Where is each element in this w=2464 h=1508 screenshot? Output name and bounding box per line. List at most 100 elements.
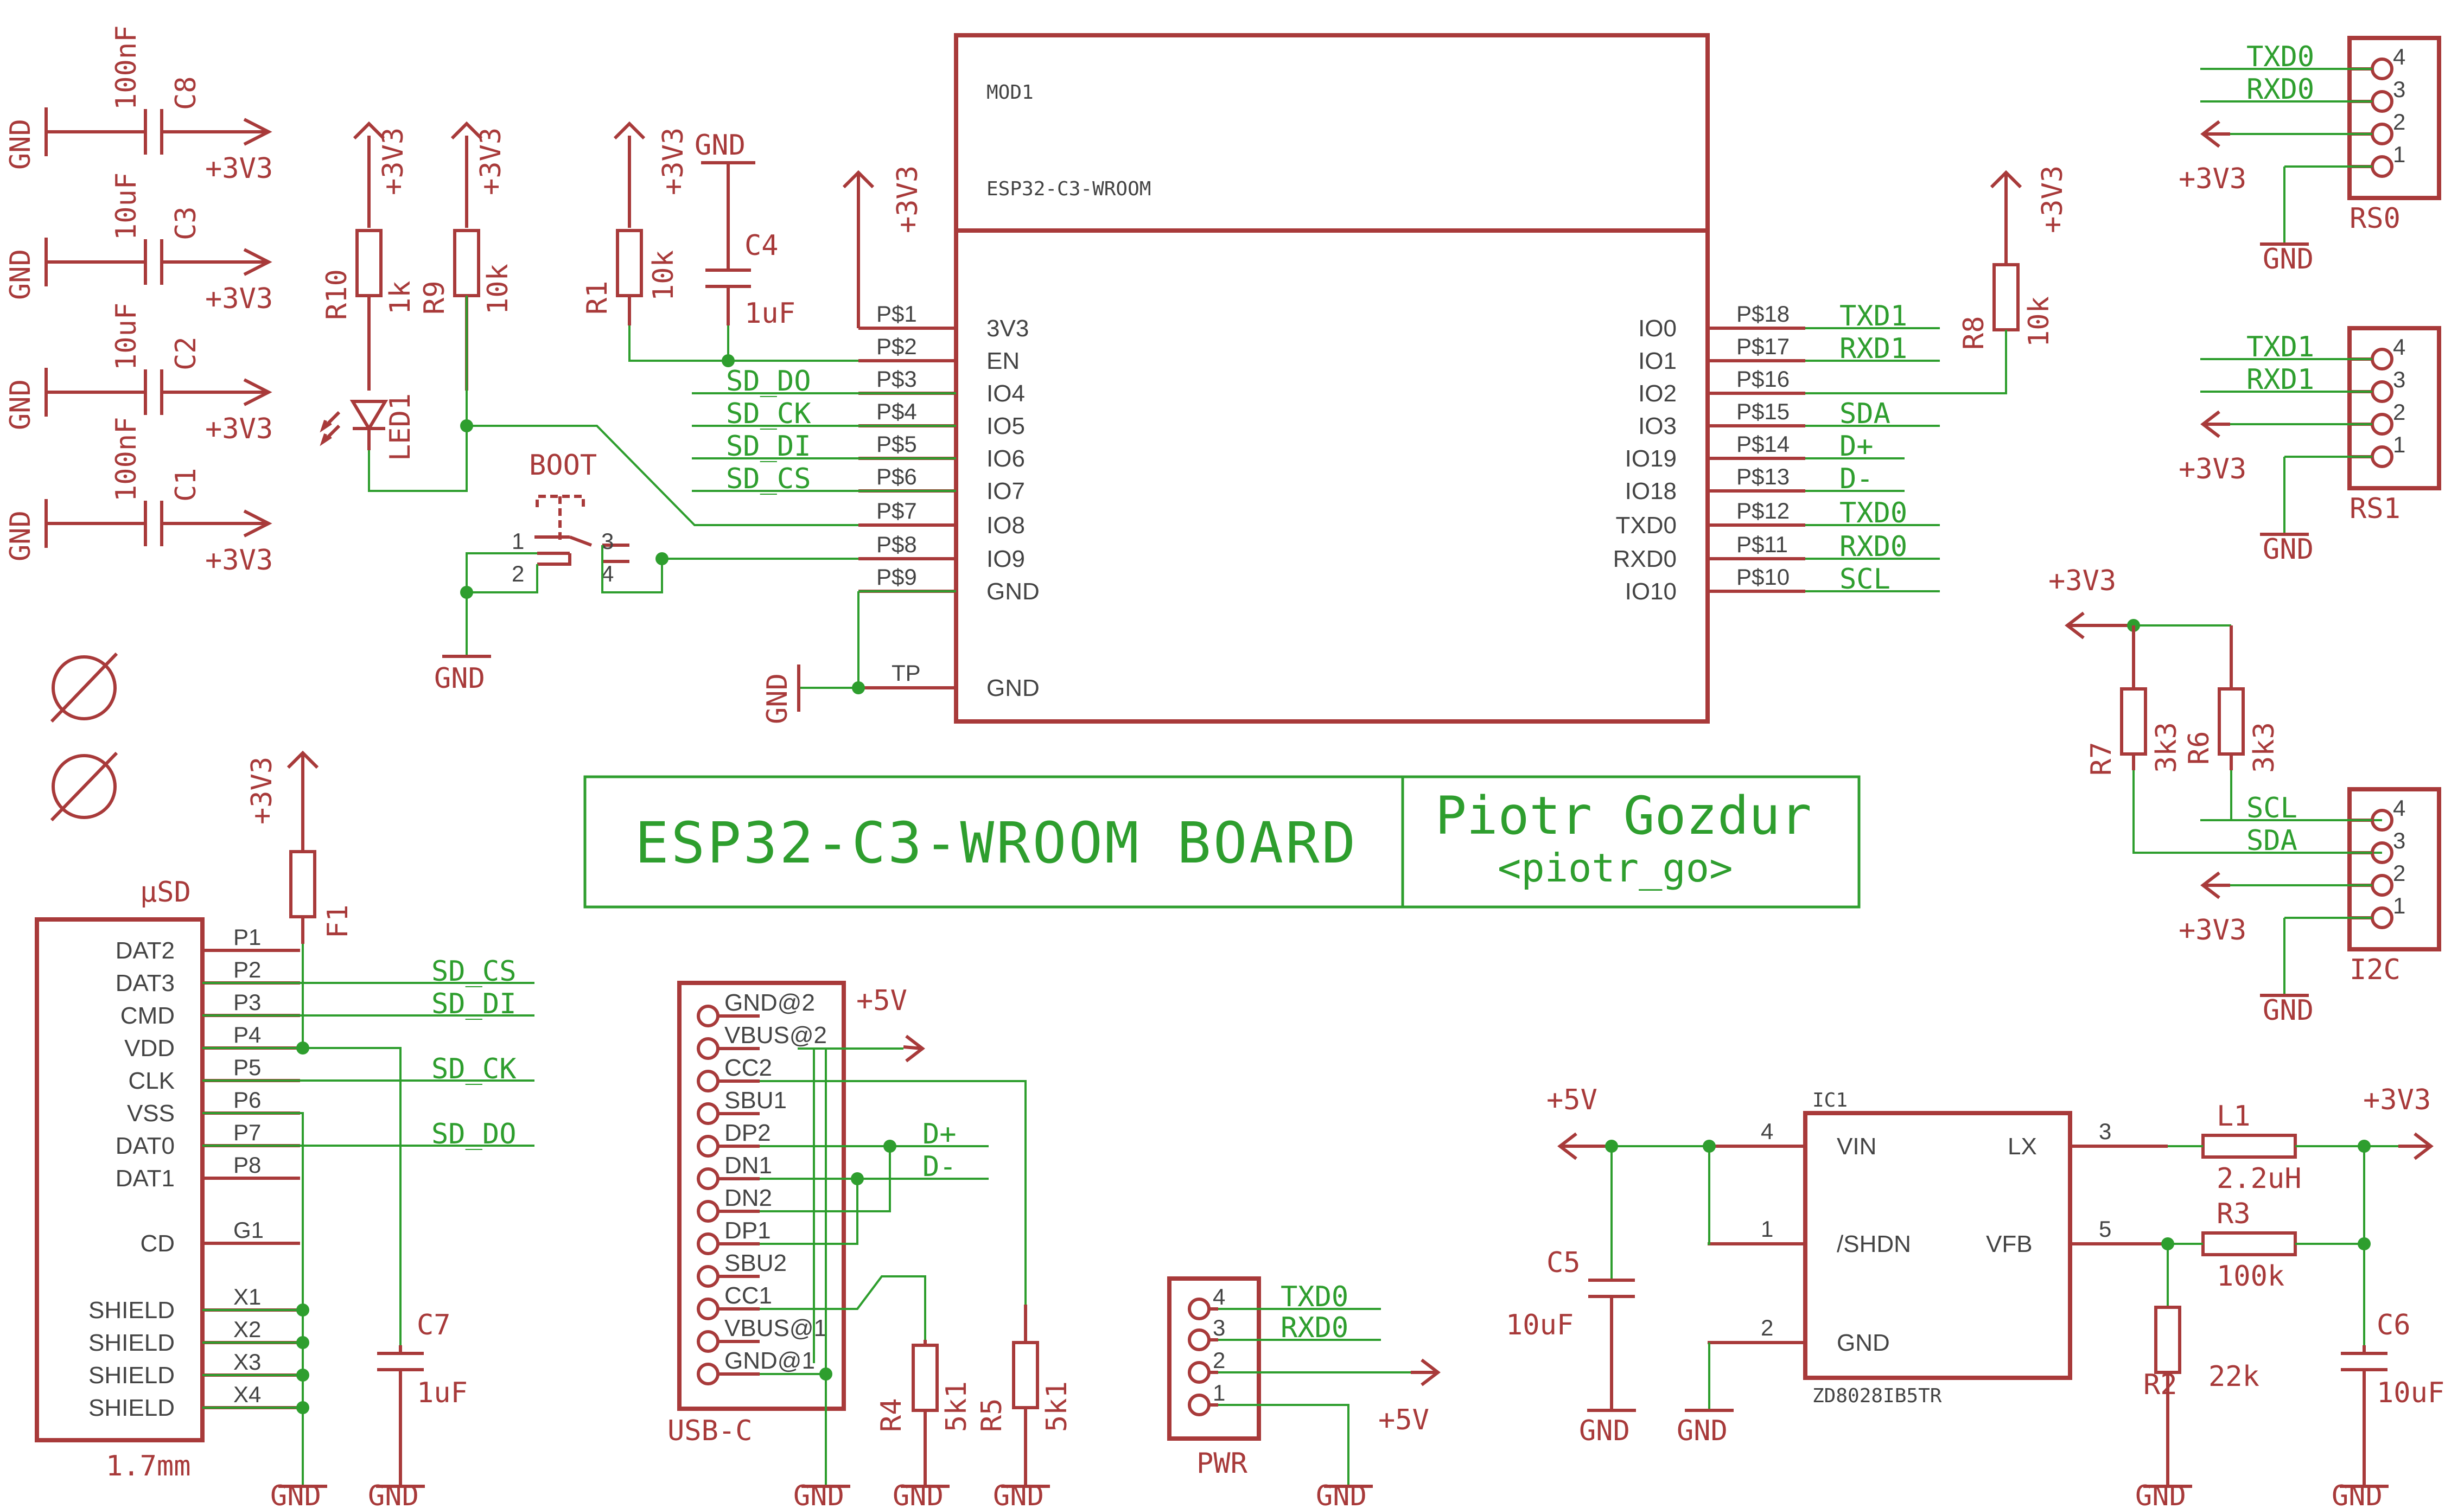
led1-triangle xyxy=(349,400,389,432)
module-right-pin-name: IO2 xyxy=(1638,380,1677,407)
microsd-pin-name: VSS xyxy=(127,1100,175,1127)
pwr-pin xyxy=(1188,1328,1211,1351)
author-handle: <piotr_go> xyxy=(1498,845,1733,891)
led1-ray-2 xyxy=(320,424,341,446)
net-dm: D- xyxy=(1839,463,1874,495)
r1-supply-arrow xyxy=(613,121,646,140)
microsd-pin-name: SHIELD xyxy=(88,1362,175,1389)
r4-name: R4 xyxy=(875,1398,908,1432)
microsd-pins: DAT2P1DAT3P2CMDP3VDDP4CLKP5VSSP6DAT0P7DA… xyxy=(88,924,300,1421)
junction xyxy=(296,1401,309,1414)
junction xyxy=(655,552,668,565)
cap-supply-label: +3V3 xyxy=(205,544,273,577)
r8-supply-label: +3V3 xyxy=(2036,165,2069,233)
module-right-pin-pad: P$18 xyxy=(1736,301,1790,327)
mounting-hole-1 xyxy=(52,655,117,720)
led1-ray-1 xyxy=(320,411,341,433)
junction xyxy=(1703,1140,1716,1153)
r6-value: 3k3 xyxy=(2248,722,2281,773)
microsd-pin-name: DAT0 xyxy=(116,1133,175,1159)
microsd-pin-pad: P7 xyxy=(233,1120,261,1145)
net-dp: D+ xyxy=(1839,430,1874,463)
usbc-pin xyxy=(697,1265,720,1288)
microsd-pin-name: SHIELD xyxy=(88,1395,175,1421)
c7-gnd-label: GND xyxy=(368,1480,419,1508)
dn-wire xyxy=(760,1178,989,1245)
connector-power-wires xyxy=(2230,423,2372,534)
ic1-ref: IC1 xyxy=(1812,1089,1848,1111)
c6-name: C6 xyxy=(2377,1309,2411,1341)
net-txd1: TXD1 xyxy=(1839,300,1907,333)
cap-gnd-label: GND xyxy=(4,379,37,430)
cap-gnd-label: GND xyxy=(4,119,37,170)
i2c-pullup-supply-label: +3V3 xyxy=(2048,565,2116,597)
connector-gnd-label: GND xyxy=(2263,994,2314,1027)
usbc-pin-name: DP1 xyxy=(724,1217,771,1244)
usbc-pin xyxy=(697,1005,720,1027)
module-right-pin-name: RXD0 xyxy=(1613,546,1677,572)
usbc-pin-name: VBUS@1 xyxy=(724,1315,827,1341)
microsd-pin-name: CMD xyxy=(120,1002,175,1029)
vdd-wire xyxy=(202,944,402,1345)
microsd-pin-pad: X2 xyxy=(233,1317,261,1342)
module-left-pin-pad: P$3 xyxy=(876,366,917,392)
connector-pin xyxy=(2371,874,2393,897)
pwr-pin-number: 3 xyxy=(1213,1315,1225,1340)
module-left-pin-pad: P$6 xyxy=(876,464,917,489)
r3-body xyxy=(2201,1231,2297,1256)
module-right-pin-pad: P$16 xyxy=(1736,366,1790,392)
r8-name: R8 xyxy=(1958,316,1990,350)
sd-bus-wires xyxy=(202,982,534,1147)
cap-value: 10uF xyxy=(110,303,143,370)
r9-value: 10k xyxy=(482,264,514,315)
junction xyxy=(2358,1237,2371,1250)
r4-gnd xyxy=(901,1410,950,1488)
connector-label: I2C xyxy=(2350,954,2401,986)
module-right-pin-pad: P$14 xyxy=(1736,431,1790,457)
mounting-hole-1-slash xyxy=(50,652,118,723)
ic1-pin-vin: VIN xyxy=(1837,1133,1876,1160)
ic1-pin-gnd: GND xyxy=(1837,1330,1890,1356)
r4-gnd-label: GND xyxy=(893,1480,944,1508)
usbc-outline xyxy=(677,981,846,1411)
junction xyxy=(851,1172,864,1185)
module-left-pin-pad: P$9 xyxy=(876,564,917,590)
c7-value: 1uF xyxy=(417,1377,468,1409)
sd-gnd-label: GND xyxy=(270,1480,321,1508)
net-sd-cs: SD_CS xyxy=(726,463,811,495)
ic1-pin-lx: LX xyxy=(2008,1133,2037,1160)
module-left-pin-pad: P$7 xyxy=(876,498,917,523)
regulator-section: IC1 ZD8028IB5TR 4 VIN 1 /SHDN 2 GND 3 LX… xyxy=(1506,1084,2444,1508)
module-ref: MOD1 xyxy=(986,81,1034,104)
r5-gnd xyxy=(1001,1408,1050,1488)
pullup-leads-bottom xyxy=(2132,754,2233,770)
usbc-5v-arrow xyxy=(903,1034,925,1063)
boot-gnd-label: GND xyxy=(434,662,485,695)
pwr-5v-label: +5V xyxy=(1378,1404,1429,1436)
microsd-section: µSD 1.7mm DAT2P1DAT3P2CMDP3VDDP4CLKP5VSS… xyxy=(35,750,534,1508)
vss-shield-wire xyxy=(202,1112,304,1486)
cap-name: C8 xyxy=(170,76,202,110)
boot-left-wire xyxy=(466,552,538,593)
net-scl: SCL xyxy=(1839,563,1890,596)
connector-pin xyxy=(2371,906,2393,929)
c6-gnd-label: GND xyxy=(2332,1480,2383,1508)
r2-body xyxy=(2154,1306,2181,1374)
connector-pin xyxy=(2371,90,2393,113)
author-name: Piotr Gozdur xyxy=(1435,785,1812,846)
usbc-pin-name: SBU1 xyxy=(724,1087,787,1114)
microsd-pin-pad: P1 xyxy=(233,924,261,950)
connector-3v3-arrow xyxy=(2200,410,2230,438)
r1-value: 10k xyxy=(647,250,680,301)
module-left-pin-name: 3V3 xyxy=(986,315,1029,342)
pwr-pin xyxy=(1188,1361,1211,1384)
microsd-pin-pad: P2 xyxy=(233,957,261,982)
connector-pin-number: 1 xyxy=(2393,893,2405,918)
connector-power-wires xyxy=(2230,133,2372,244)
c4-gnd-label: GND xyxy=(695,129,746,162)
ic1-part: ZD8028IB5TR xyxy=(1812,1385,1942,1407)
pwr-pin-number: 2 xyxy=(1213,1347,1225,1373)
